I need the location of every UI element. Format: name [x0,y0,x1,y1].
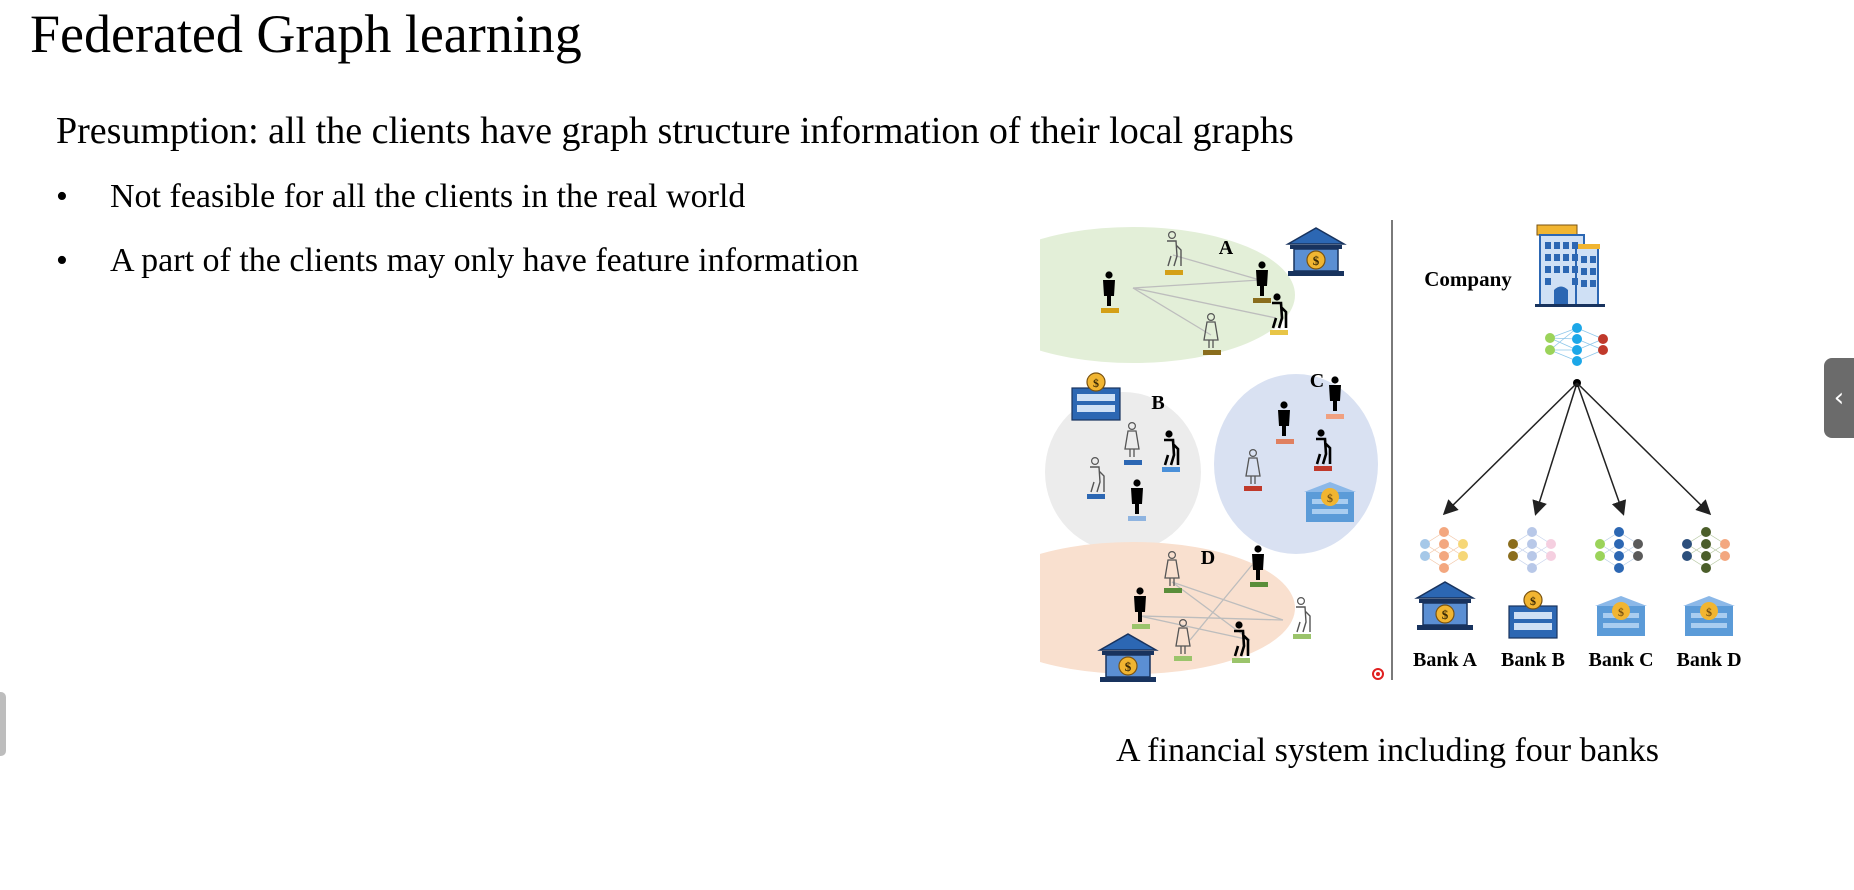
presumption-text: Presumption: all the clients have graph … [56,110,1294,152]
bank-b-label: Bank B [1501,649,1565,671]
sidebar-toggle-button[interactable]: ‹ [1824,358,1854,438]
bullet-item-2: A part of the clients may only have feat… [56,240,859,282]
bank-b-icon [1508,590,1558,639]
cluster-c: C [1214,370,1378,554]
cluster-d-label: D [1201,547,1215,569]
cluster-a-label: A [1219,237,1234,259]
cluster-c-label: C [1310,370,1324,392]
local-model-c-neural-network-icon [1595,527,1643,573]
left-panel-handle[interactable] [0,692,6,756]
local-model-b-neural-network-icon [1508,527,1556,573]
bank-a-label: Bank A [1413,649,1477,671]
sidebar-collapse-chevron-icon: ‹ [1833,383,1845,413]
bullet-item-1: Not feasible for all the clients in the … [56,176,859,218]
cluster-b-label: B [1151,392,1164,414]
bank-d-icon [1683,596,1735,636]
bank-a-icon [1416,581,1474,631]
cluster-b: B [1045,372,1201,552]
bank-d-label: Bank D [1676,649,1741,671]
global-model-neural-network-icon [1545,323,1608,366]
distribution-arrows [1442,379,1712,516]
federated-graph-diagram: $ $ $ [1040,220,1742,683]
laser-pointer-cursor [1372,668,1384,680]
company-label: Company [1424,267,1512,291]
local-model-a-neural-network-icon [1420,527,1468,573]
bank-c-label: Bank C [1588,649,1653,671]
diagram-caption: A financial system including four banks [1116,732,1659,769]
bank-c-icon [1595,596,1647,636]
cluster-a: A [1040,227,1345,363]
cluster-d: D [1040,542,1311,683]
company-node: Company [1424,224,1605,307]
building-icon [1535,224,1605,307]
bullet-list: Not feasible for all the clients in the … [56,176,859,304]
local-model-d-neural-network-icon [1682,527,1730,573]
slide-title: Federated Graph learning [30,4,582,64]
